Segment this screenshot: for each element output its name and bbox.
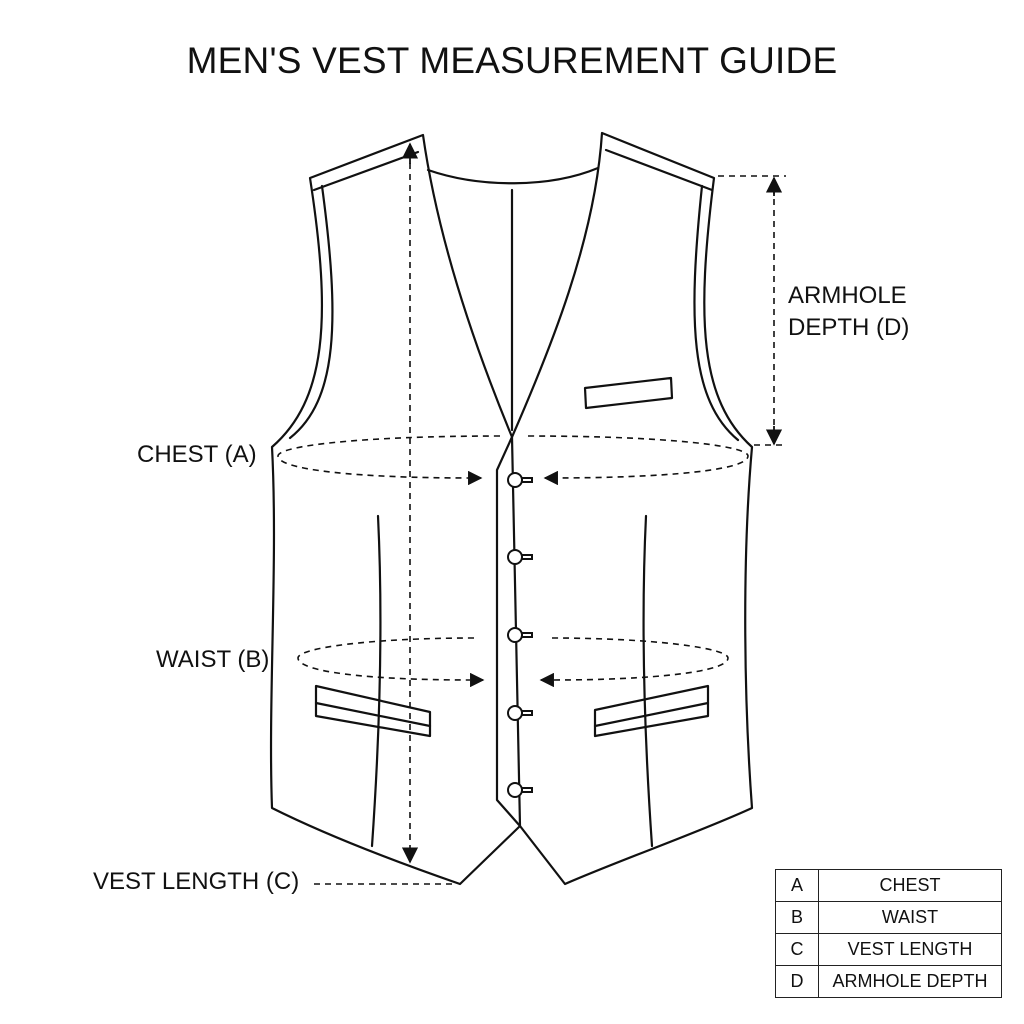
legend-key: C bbox=[775, 933, 819, 966]
measurement-legend: A CHEST B WAIST C VEST LENGTH D ARMHOLE … bbox=[775, 869, 1002, 998]
armhole-label-line1: ARMHOLE bbox=[788, 282, 907, 309]
vest-length-label: VEST LENGTH (C) bbox=[93, 868, 300, 895]
armhole-depth-label: ARMHOLE DEPTH (D) bbox=[788, 280, 909, 344]
legend-name: WAIST bbox=[818, 901, 1002, 934]
button-5 bbox=[507, 782, 533, 798]
button-3 bbox=[507, 627, 533, 643]
button-4 bbox=[507, 705, 533, 721]
legend-name: ARMHOLE DEPTH bbox=[818, 965, 1002, 998]
button-1 bbox=[507, 472, 533, 488]
legend-row: A CHEST bbox=[775, 869, 1002, 902]
waist-label: WAIST (B) bbox=[156, 646, 270, 673]
right-welt-pocket bbox=[593, 684, 710, 738]
armhole-label-line2: DEPTH (D) bbox=[788, 314, 910, 341]
chest-pocket bbox=[583, 376, 674, 410]
legend-row: C VEST LENGTH bbox=[775, 933, 1002, 966]
vest-right-panel bbox=[510, 131, 754, 886]
page-title: MEN'S VEST MEASUREMENT GUIDE bbox=[186, 40, 838, 81]
chest-label: CHEST (A) bbox=[137, 441, 257, 468]
waist-measure-line bbox=[297, 637, 475, 681]
legend-row: D ARMHOLE DEPTH bbox=[775, 965, 1002, 998]
legend-key: A bbox=[775, 869, 819, 902]
legend-name: CHEST bbox=[818, 869, 1002, 902]
left-welt-pocket bbox=[314, 684, 432, 738]
chest-measure-line bbox=[277, 435, 501, 479]
legend-name: VEST LENGTH bbox=[818, 933, 1002, 966]
legend-key: D bbox=[775, 965, 819, 998]
vest-left-panel bbox=[269, 133, 522, 886]
legend-key: B bbox=[775, 901, 819, 934]
legend-row: B WAIST bbox=[775, 901, 1002, 934]
button-2 bbox=[507, 549, 533, 565]
